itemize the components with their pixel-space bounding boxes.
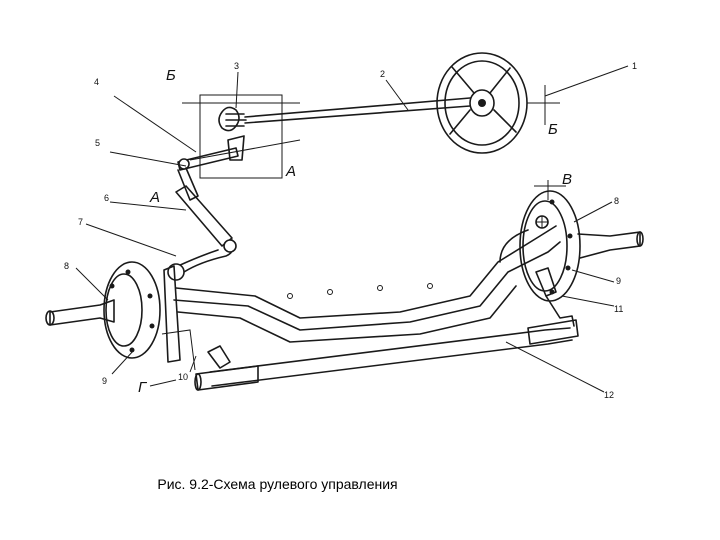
label-9-right: 9 <box>616 276 621 286</box>
label-3: 3 <box>234 61 239 71</box>
left-hub <box>45 261 196 371</box>
steering-gear <box>189 94 301 179</box>
label-2: 2 <box>380 69 385 79</box>
front-axle-beam <box>173 225 561 343</box>
section-a-lower: А <box>149 189 160 206</box>
label-9-left: 9 <box>102 376 107 386</box>
label-12: 12 <box>604 390 614 400</box>
steering-wheel <box>436 52 560 154</box>
right-hub <box>519 180 644 327</box>
section-a-upper: А <box>285 163 296 180</box>
label-11: 11 <box>614 304 623 314</box>
label-10: 10 <box>178 372 188 382</box>
label-8-left: 8 <box>64 261 69 271</box>
label-1: 1 <box>632 61 637 71</box>
figure-caption: Рис. 9.2-Схема рулевого управления <box>157 476 398 492</box>
label-4: 4 <box>94 77 99 87</box>
label-5: 5 <box>95 138 100 148</box>
tie-rod <box>149 319 579 391</box>
section-v: В <box>562 171 572 188</box>
label-7: 7 <box>78 217 83 227</box>
section-b-upper: Б <box>166 67 176 84</box>
section-b-lower: Б <box>548 121 558 138</box>
drag-link <box>167 239 237 281</box>
section-g: Г <box>138 379 148 396</box>
label-8-right: 8 <box>614 196 619 206</box>
label-6: 6 <box>104 193 109 203</box>
steering-shaft <box>182 97 471 124</box>
pitman-arm <box>175 147 239 247</box>
leader-lines <box>75 65 629 393</box>
